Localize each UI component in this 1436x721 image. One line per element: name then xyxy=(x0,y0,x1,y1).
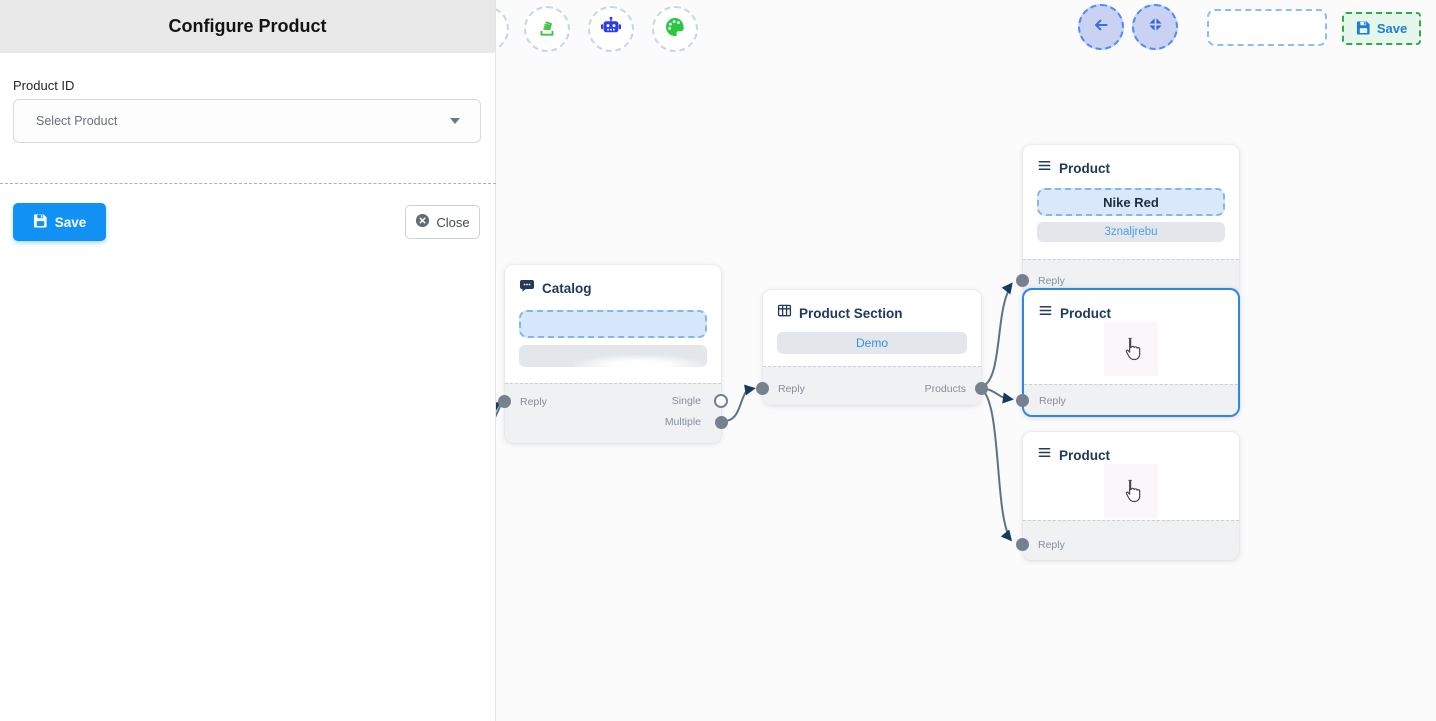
catalog-single-label: Single xyxy=(671,395,701,407)
product-section-header: Product Section xyxy=(763,290,981,323)
product-node-3-footer: Reply xyxy=(1016,520,1239,560)
product-node-2-footer: Reply xyxy=(1016,384,1238,415)
product-node-1-title: Product xyxy=(1059,160,1111,176)
theme-button[interactable] xyxy=(652,6,698,52)
product-item-nike-red[interactable]: Nike Red xyxy=(1037,188,1225,216)
product-code-label: 3znaljrebu xyxy=(1104,226,1158,238)
product-2-reply-port[interactable] xyxy=(1016,394,1029,407)
hand-cursor xyxy=(1104,322,1158,376)
product-1-reply-label: Reply xyxy=(1038,275,1065,287)
product-1-reply-port[interactable] xyxy=(1016,274,1029,287)
menu-icon xyxy=(1037,158,1052,178)
floppy-icon xyxy=(1356,20,1371,38)
section-products-port[interactable] xyxy=(975,382,988,395)
compress-icon xyxy=(1147,16,1164,38)
catalog-multiple-label: Multiple xyxy=(664,416,701,428)
product-node-3-header: Product xyxy=(1023,432,1239,465)
arrow-left-icon xyxy=(1091,15,1111,40)
product-node-1-footer: Reply xyxy=(1016,259,1239,293)
catalog-multiple-port[interactable] xyxy=(715,416,728,429)
demo-button[interactable]: Demo xyxy=(777,332,967,354)
chevron-down-icon xyxy=(450,118,460,124)
arrowhead xyxy=(1001,282,1013,295)
section-reply-port[interactable] xyxy=(756,382,769,395)
product-node-2-header: Product xyxy=(1024,290,1238,323)
smudge xyxy=(574,355,704,375)
section-reply-label: Reply xyxy=(778,383,805,395)
edge-products-to-product1 xyxy=(978,285,1012,389)
panel-close-label: Close xyxy=(436,214,470,230)
catalog-gray-bar[interactable] xyxy=(519,345,707,375)
catalog-node-title: Catalog xyxy=(542,281,592,296)
bot-button[interactable] xyxy=(588,6,634,52)
catalog-single-port[interactable] xyxy=(714,394,728,408)
palette-icon xyxy=(663,15,687,44)
catalog-drop-slot[interactable] xyxy=(519,310,707,338)
product-section-title: Product Section xyxy=(799,305,903,321)
product-select[interactable]: Select Product xyxy=(13,99,481,143)
product-node-3[interactable]: Product Reply xyxy=(1016,432,1239,560)
arrowhead xyxy=(1002,392,1014,404)
panel-divider xyxy=(0,183,496,184)
flow-save-label: Save xyxy=(1376,21,1408,36)
catalog-node[interactable]: Catalog Reply Single Multiple xyxy=(498,265,728,443)
stack-button[interactable] xyxy=(524,6,570,52)
panel-save-button[interactable]: Save xyxy=(13,203,106,241)
demo-label: Demo xyxy=(855,336,888,350)
menu-icon xyxy=(1038,303,1053,323)
edge-products-to-product3 xyxy=(978,387,1011,539)
product-section-footer: Reply Products xyxy=(756,366,988,405)
product-item-label: Nike Red xyxy=(1103,194,1159,210)
flow-save-button[interactable]: Save xyxy=(1342,12,1421,45)
catalog-reply-port[interactable] xyxy=(498,395,511,408)
stack-icon xyxy=(536,16,558,43)
back-button[interactable] xyxy=(1078,4,1124,50)
robot-icon xyxy=(599,15,623,44)
floppy-icon xyxy=(33,213,48,231)
panel-header: Configure Product xyxy=(0,0,495,53)
grid-icon xyxy=(777,303,792,323)
catalog-node-header: Catalog xyxy=(505,265,721,299)
close-circle-icon xyxy=(415,213,430,231)
configure-product-panel: Configure Product Product ID Select Prod… xyxy=(0,0,496,721)
panel-save-label: Save xyxy=(54,214,87,230)
product-2-reply-label: Reply xyxy=(1039,395,1066,407)
arrowhead xyxy=(1000,529,1013,542)
catalog-node-footer: Reply Single Multiple xyxy=(498,383,728,443)
product-node-1[interactable]: Product Nike Red 3znaljrebu Reply xyxy=(1016,145,1239,293)
panel-close-button[interactable]: Close xyxy=(405,205,480,239)
product-item-code[interactable]: 3znaljrebu xyxy=(1037,222,1225,242)
product-node-2-title: Product xyxy=(1060,305,1112,321)
product-select-value: Select Product xyxy=(36,114,118,128)
menu-icon xyxy=(1037,445,1052,465)
product-3-reply-label: Reply xyxy=(1038,539,1065,551)
product-node-3-title: Product xyxy=(1059,447,1111,463)
section-products-label: Products xyxy=(924,383,966,395)
hand-cursor xyxy=(1104,464,1158,518)
product-node-1-header: Product xyxy=(1023,145,1239,178)
catalog-reply-label: Reply xyxy=(520,396,547,408)
empty-drop-slot[interactable] xyxy=(1207,9,1327,46)
product-id-label: Product ID xyxy=(13,78,75,93)
fit-view-button[interactable] xyxy=(1132,4,1178,50)
arrowhead xyxy=(744,384,756,396)
product-3-reply-port[interactable] xyxy=(1016,538,1029,551)
chat-icon xyxy=(519,278,535,299)
product-section-node[interactable]: Product Section Demo Reply Products xyxy=(756,290,988,405)
panel-title: Configure Product xyxy=(168,16,327,36)
product-node-2-selected[interactable]: Product Reply xyxy=(1016,288,1240,417)
